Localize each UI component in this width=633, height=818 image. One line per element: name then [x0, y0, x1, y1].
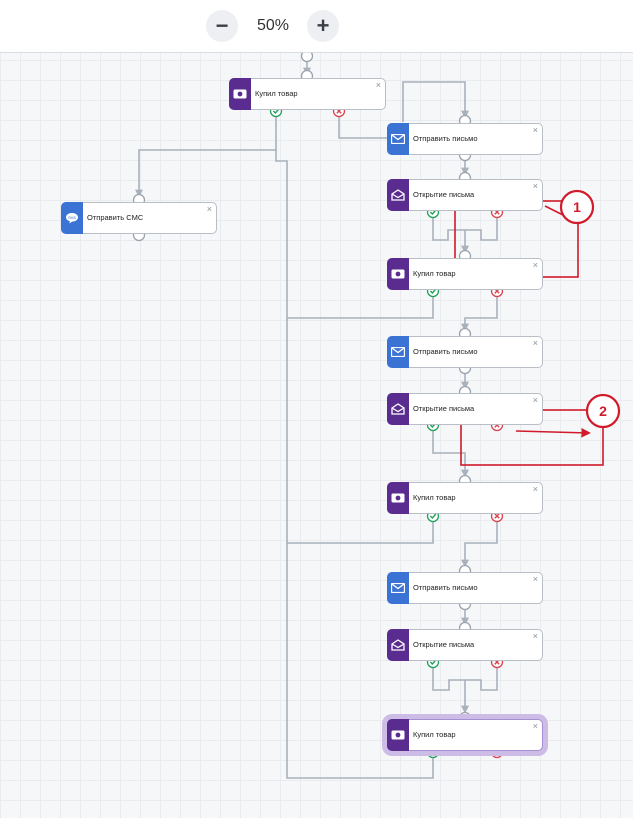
node-label: Купил товар — [413, 269, 456, 278]
money-icon — [387, 258, 409, 290]
node-buy-3[interactable]: Купил товар × — [387, 482, 543, 514]
annotation-overlays — [454, 189, 621, 466]
annotation-number-1: 1 — [573, 199, 581, 215]
envelope-icon — [387, 572, 409, 604]
money-icon — [387, 482, 409, 514]
close-icon[interactable]: × — [532, 574, 538, 584]
node-label: Отправить письмо — [413, 134, 478, 143]
minus-icon: − — [215, 13, 229, 38]
open-envelope-icon — [387, 629, 409, 661]
close-icon[interactable]: × — [206, 204, 212, 214]
node-buy-2[interactable]: Купил товар × — [387, 258, 543, 290]
annotation-connector-1 — [544, 205, 564, 216]
close-icon[interactable]: × — [532, 338, 538, 348]
node-email-open-2[interactable]: Открытие письма × — [387, 393, 543, 425]
money-icon — [229, 78, 251, 110]
node-send-email-2[interactable]: Отправить письмо × — [387, 336, 543, 368]
node-email-open-3[interactable]: Открытие письма × — [387, 629, 543, 661]
node-label: Открытие письма — [413, 640, 475, 649]
svg-text:SMS: SMS — [68, 216, 76, 220]
close-icon[interactable]: × — [532, 631, 538, 641]
close-icon[interactable]: × — [532, 721, 538, 731]
money-icon — [387, 719, 409, 751]
zoom-out-button[interactable]: − — [206, 10, 238, 42]
envelope-icon — [387, 123, 409, 155]
node-label: Купил товар — [255, 89, 298, 98]
envelope-icon — [387, 336, 409, 368]
node-buy-4[interactable]: Купил товар × — [387, 719, 543, 751]
zoom-level: 50% — [256, 17, 290, 34]
close-icon[interactable]: × — [532, 181, 538, 191]
node-send-email-3[interactable]: Отправить письмо × — [387, 572, 543, 604]
open-envelope-icon — [387, 393, 409, 425]
node-label: Открытие письма — [413, 190, 475, 199]
node-label: Открытие письма — [413, 404, 475, 413]
plus-icon: + — [316, 13, 330, 38]
close-icon[interactable]: × — [532, 395, 538, 405]
annotation-arrow-2 — [515, 427, 591, 438]
open-envelope-icon — [387, 179, 409, 211]
zoom-toolbar: − 50% + — [0, 0, 633, 53]
node-label: Отправить письмо — [413, 347, 478, 356]
sms-chat-icon: SMS — [61, 202, 83, 234]
close-icon[interactable]: × — [532, 125, 538, 135]
node-send-email-1[interactable]: Отправить письмо × — [387, 123, 543, 155]
zoom-in-button[interactable]: + — [307, 10, 339, 42]
close-icon[interactable]: × — [532, 260, 538, 270]
node-buy-1[interactable]: Купил товар × — [229, 78, 386, 110]
node-label: Отправить письмо — [413, 583, 478, 592]
close-icon[interactable]: × — [375, 80, 381, 90]
node-label: Отправить СМС — [87, 213, 144, 222]
node-label: Купил товар — [413, 730, 456, 739]
annotation-circle-2 — [585, 393, 621, 429]
annotation-circle-1 — [559, 189, 595, 225]
node-send-sms[interactable]: SMS Отправить СМС × — [61, 202, 217, 234]
annotation-number-2: 2 — [599, 403, 607, 419]
close-icon[interactable]: × — [532, 484, 538, 494]
node-email-open-1[interactable]: Открытие письма × — [387, 179, 543, 211]
node-label: Купил товар — [413, 493, 456, 502]
